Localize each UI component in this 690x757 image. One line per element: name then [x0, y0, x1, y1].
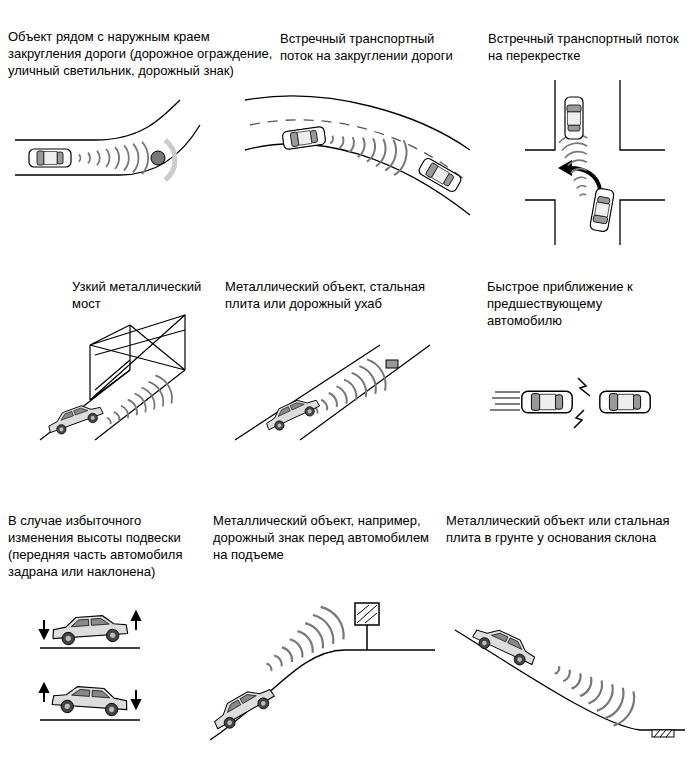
- caption-text: Встречный транспортный поток на перекрес…: [488, 30, 684, 64]
- caption-text: Объект рядом с наружным краем закруглени…: [8, 28, 280, 79]
- caption-text: Встречный транспортный поток на закругле…: [280, 30, 470, 64]
- caption-text: Металлический объект, стальная плита или…: [225, 278, 430, 312]
- caption-text: Металлический объект или стальная плита …: [446, 512, 684, 546]
- caption-text: Металлический объект, например, дорожный…: [213, 512, 445, 563]
- caption-text: В случае избыточного изменения высоты по…: [8, 512, 193, 580]
- caption-text: Быстрое приближение к предшествующему ав…: [487, 278, 672, 329]
- caption-text: Узкий металлический мост: [72, 278, 217, 312]
